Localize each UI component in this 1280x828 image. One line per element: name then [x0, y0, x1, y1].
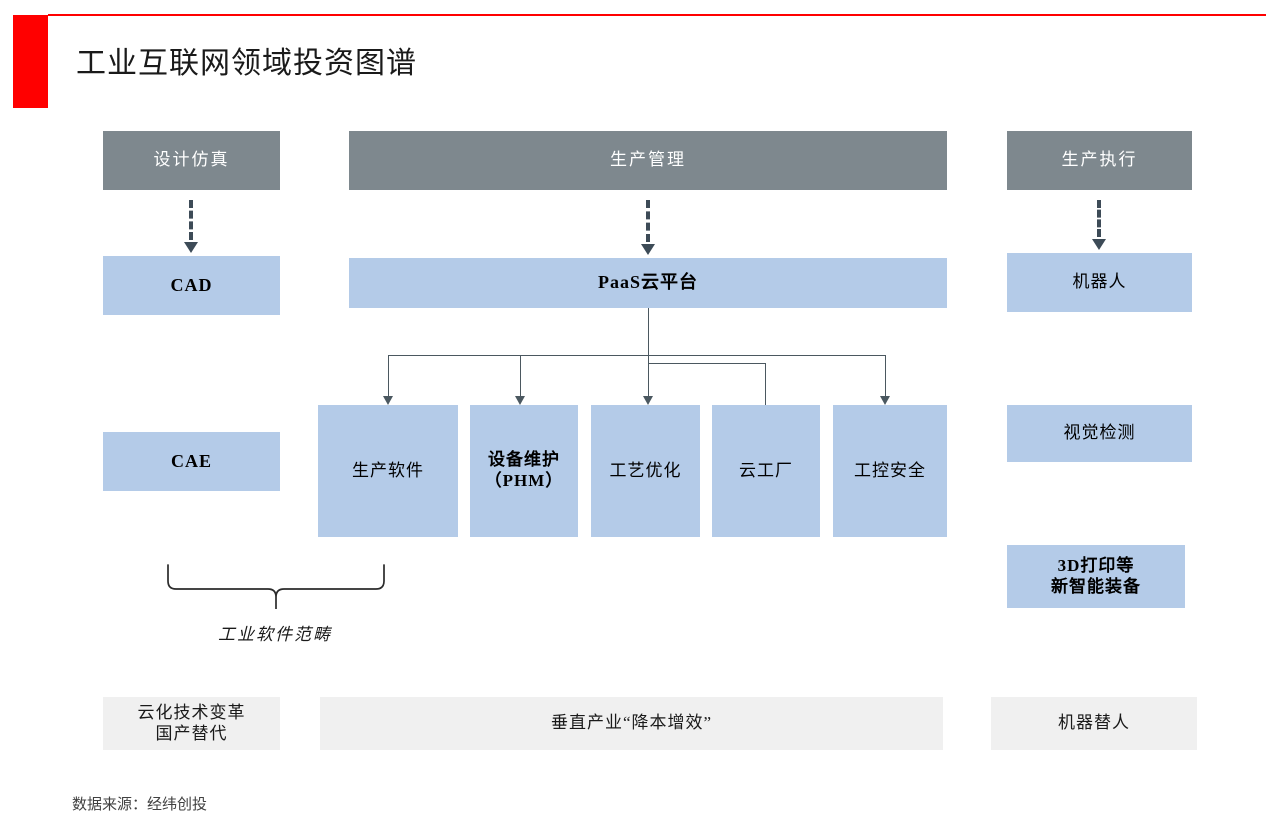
node-visual-inspection[interactable]: 视觉检测	[1007, 405, 1192, 462]
node-paas-platform[interactable]: PaaS云平台	[349, 258, 947, 308]
summary-cloud-transformation[interactable]: 云化技术变革 国产替代	[103, 697, 280, 750]
connector-leg-cloud-factory	[765, 363, 766, 421]
arrowhead-production-software	[383, 396, 393, 405]
category-header-design-simulation[interactable]: 设计仿真	[103, 131, 280, 190]
node-3d-printing-equipment[interactable]: 3D打印等 新智能装备	[1007, 545, 1185, 608]
node-process-optimization[interactable]: 工艺优化	[591, 405, 700, 537]
connector-paas-bus-secondary	[648, 363, 765, 364]
header-rule	[48, 14, 1266, 16]
arrowhead-process-optimization	[643, 396, 653, 405]
data-source-note: 数据来源：经纬创投	[72, 795, 208, 813]
dashed-arrow-design-to-cad	[184, 200, 198, 256]
connector-leg-production-software	[388, 355, 389, 399]
brace-industrial-software-scope	[160, 563, 400, 611]
page-title: 工业互联网领域投资图谱	[76, 46, 417, 81]
dashed-arrow-execution-to-robot	[1092, 200, 1106, 253]
category-header-production-execution[interactable]: 生产执行	[1007, 131, 1192, 190]
node-cae[interactable]: CAE	[103, 432, 280, 491]
summary-machine-replacing-human[interactable]: 机器替人	[991, 697, 1197, 750]
connector-paas-bus-drop	[648, 355, 649, 363]
connector-leg-process-optimization	[648, 363, 649, 399]
connector-paas-trunk	[648, 308, 649, 355]
node-equipment-maintenance-phm[interactable]: 设备维护 （PHM）	[470, 405, 578, 537]
connector-leg-equipment-maintenance	[520, 355, 521, 399]
node-production-software[interactable]: 生产软件	[318, 405, 458, 537]
arrowhead-industrial-control-security	[880, 396, 890, 405]
brace-label-industrial-software-scope: 工业软件范畴	[218, 625, 332, 644]
node-industrial-control-security[interactable]: 工控安全	[833, 405, 947, 537]
arrowhead-equipment-maintenance	[515, 396, 525, 405]
dashed-arrow-management-to-paas	[641, 200, 655, 258]
summary-vertical-industry-efficiency[interactable]: 垂直产业“降本增效”	[320, 697, 943, 750]
connector-paas-bus	[388, 355, 885, 356]
node-robot[interactable]: 机器人	[1007, 253, 1192, 312]
category-header-production-management[interactable]: 生产管理	[349, 131, 947, 190]
node-cloud-factory[interactable]: 云工厂	[712, 405, 820, 537]
connector-leg-industrial-control-security	[885, 355, 886, 399]
header-accent-block	[13, 15, 48, 108]
node-cad[interactable]: CAD	[103, 256, 280, 315]
